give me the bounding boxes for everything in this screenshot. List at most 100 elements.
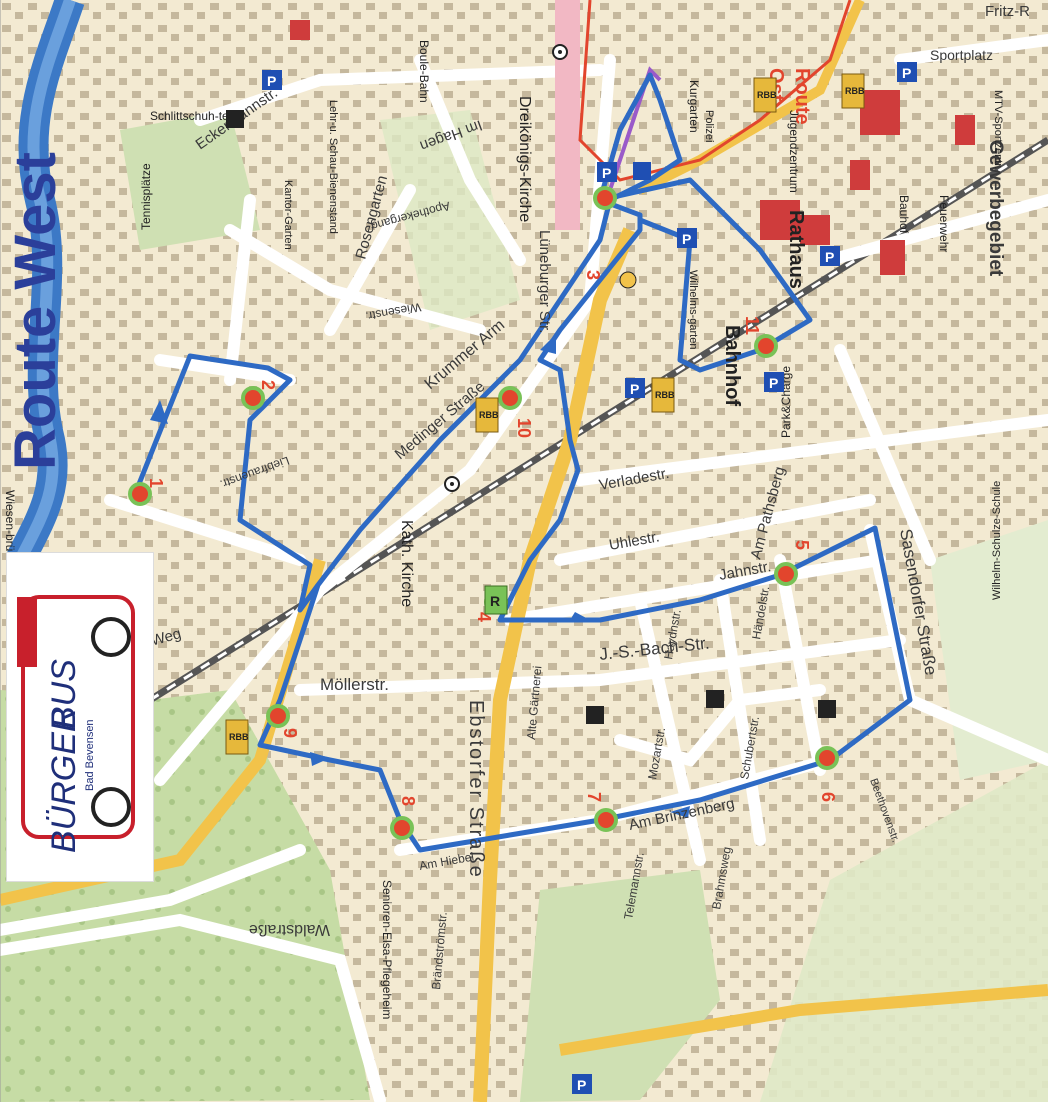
rail-icon: RBB [651, 377, 675, 413]
logo-bus-front [17, 597, 37, 667]
stop-5[interactable] [774, 562, 798, 586]
main-road-northeast [637, 0, 865, 195]
stop-number-7: 7 [584, 792, 604, 802]
logo-text-bus: BUS [45, 659, 83, 729]
street-braendstroemstr: Brändströmstr. [429, 911, 450, 990]
park-southeast [760, 760, 1048, 1102]
parking-icon: P [597, 162, 617, 182]
stop-8[interactable] [390, 816, 414, 840]
parking-icon: P [764, 372, 784, 392]
label-gewerbegebiet: Gewerbegebiet [985, 140, 1006, 277]
street-ebstorfer: Ebstorfer Straße [465, 700, 487, 879]
place-jugendzentrum: Jugendzentrum [787, 110, 801, 193]
stop-10[interactable] [498, 386, 522, 410]
place-boule-bahn: Boule-Bahn [417, 40, 431, 103]
stop-2[interactable] [241, 386, 265, 410]
stop-1[interactable] [128, 482, 152, 506]
place-rathaus: Rathaus [785, 210, 807, 289]
stop-number-5: 5 [792, 540, 812, 550]
place-polizei: Polizei [703, 110, 715, 142]
stop-3[interactable] [593, 186, 617, 210]
logo-wheel-rear [91, 787, 131, 827]
street-waldstrasse: Waldstraße [249, 921, 330, 938]
logo-text-town: Bad Bevensen [84, 719, 96, 791]
stop-number-9: 9 [280, 728, 300, 738]
place-wilhelm-schulze-schule: Wilhelm-Schulze-Schule [991, 481, 1003, 600]
river-highlight [14, 0, 76, 563]
rail-icon: RBB [753, 77, 777, 113]
parking-icon: P [625, 378, 645, 398]
svg-text:P: P [630, 381, 639, 397]
svg-text:P: P [577, 1077, 586, 1093]
svg-text:P: P [825, 249, 834, 265]
place-wiesenbruecke: Wiesen-brücke [3, 490, 17, 570]
main-road-south [559, 984, 1048, 1056]
parking-icon: P [677, 228, 697, 248]
place-kath-kirche: Kath. Kirche [398, 520, 415, 607]
svg-text:RBB: RBB [655, 390, 675, 400]
public-buildings [290, 20, 975, 275]
playground-icon [818, 700, 836, 718]
place-dreikoenigs-kirche: Dreikönigs-Kirche [516, 96, 533, 222]
parking-icon: P [572, 1074, 592, 1094]
parking-badges: P P P P P P P P [262, 62, 917, 1094]
playground-icon [226, 110, 244, 128]
stop-6[interactable] [815, 746, 839, 770]
svg-text:RBB: RBB [757, 90, 777, 100]
svg-text:RBB: RBB [479, 410, 499, 420]
street-lueneburger: Lüneburger Str. [536, 230, 553, 333]
rail-badges: RBB RBB RBB RBB RBB R [225, 73, 865, 755]
playground-icon [706, 690, 724, 708]
place-mtv-sportzentrum: MTV-Sportzentr. [992, 90, 1004, 169]
place-seniorenheim: Senioren-Elsa-Pflegeheim [380, 880, 394, 1019]
rail-icon: RBB [225, 719, 249, 755]
svg-text:P: P [267, 73, 276, 89]
ost-route-label-2: Route [791, 68, 813, 125]
place-kurgarten: Kurgarten [687, 80, 701, 133]
parking-icon: P [262, 70, 282, 90]
wc-icon [633, 162, 651, 180]
playground-icon [586, 706, 604, 724]
church-icon [444, 476, 460, 492]
stop-number-11: 11 [742, 316, 762, 335]
ost-route-line [578, 0, 852, 182]
stop-number-4: 4 [474, 612, 494, 622]
place-bahnhof: Bahnhof [721, 325, 743, 406]
stop-number-1: 1 [146, 478, 166, 488]
place-kantor-garten: Kantor-Garten [282, 180, 294, 250]
railway-dash [149, 138, 1048, 702]
stop-number-3: 3 [583, 270, 603, 280]
place-bienenstand: Lehr-u. Schau-Bienenstand [327, 100, 339, 234]
place-feuerwehr: Feuerwehr [937, 195, 951, 252]
park-tennis [120, 110, 260, 250]
buergerbus-logo: BÜRGER BUS Bad Bevensen [6, 552, 154, 882]
rail-icon: RBB [841, 73, 865, 109]
info-icon [619, 271, 637, 289]
svg-text:R: R [490, 593, 500, 609]
svg-text:P: P [682, 231, 691, 247]
svg-text:P: P [902, 65, 911, 81]
svg-text:RBB: RBB [845, 86, 865, 96]
place-bauhof: Bauhof [897, 195, 911, 234]
stop-7[interactable] [594, 808, 618, 832]
stop-9[interactable] [266, 704, 290, 728]
place-tennisplaetze: Tennisplätze [139, 163, 153, 230]
stop-number-10: 10 [514, 418, 534, 438]
pedestrian-zone [555, 0, 580, 230]
stop-number-6: 6 [818, 792, 838, 802]
place-schlittschuhteich: Schlittschuh-teich [150, 109, 244, 123]
place-wilhelmsgarten: Wilhelms-garten [687, 270, 699, 349]
logo-bus-outline [21, 595, 135, 839]
route-title: Route West [3, 152, 68, 470]
parking-icon: P [897, 62, 917, 82]
park-rosengarten [380, 110, 520, 330]
parking-icon: P [820, 246, 840, 266]
rail-icon: RBB [475, 397, 499, 433]
street-alte-gaertnerei: Alte Gärtnerei [524, 665, 544, 740]
svg-text:P: P [769, 375, 778, 391]
svg-text:RBB: RBB [229, 732, 249, 742]
stop-number-8: 8 [398, 796, 418, 806]
stop-11[interactable] [754, 334, 778, 358]
